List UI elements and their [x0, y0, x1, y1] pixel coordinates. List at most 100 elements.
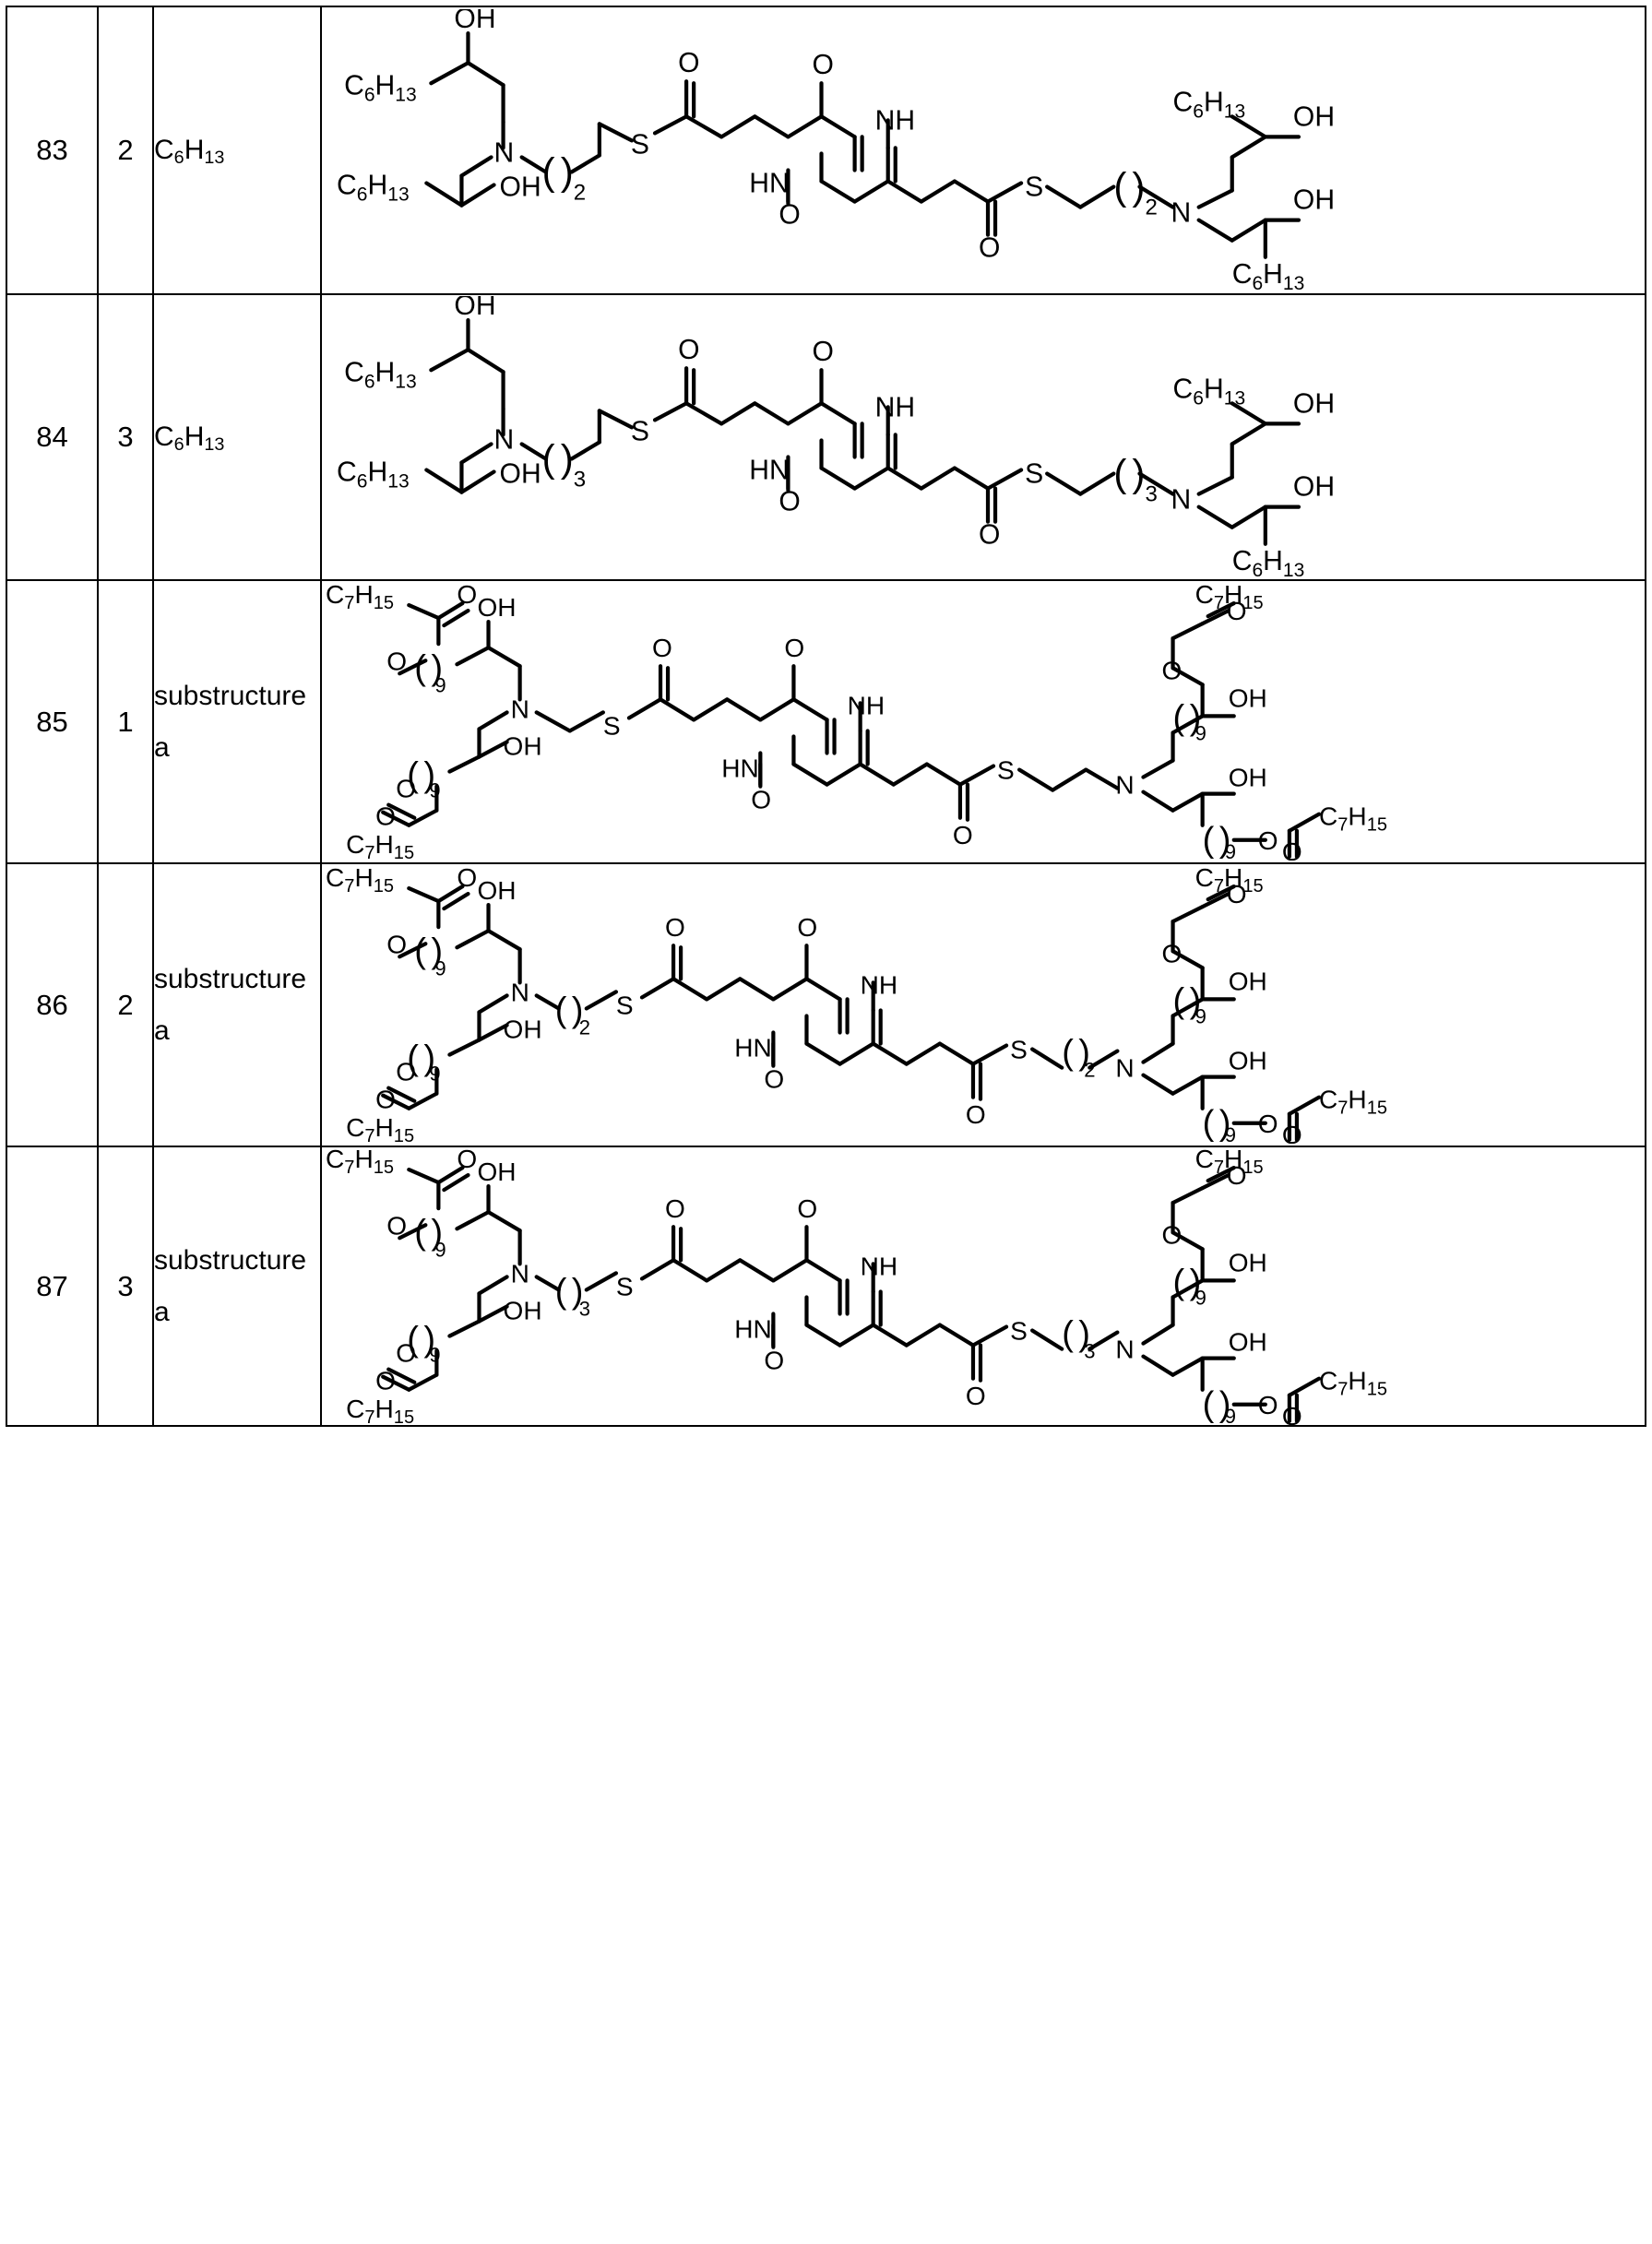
cell-compound-number: 87	[6, 1146, 99, 1427]
label-chain-repeat: 9	[434, 673, 446, 696]
label-ester-oxygen: O	[1258, 1391, 1278, 1419]
label-hydroxyl: OH	[504, 1297, 542, 1325]
label-chain-bracket: )	[423, 1039, 435, 1078]
structure-diagram-86: C7H15 O O ( ) 9 OH N OH ( ) 9 O	[322, 866, 1645, 1144]
label-oxygen: O	[778, 199, 800, 230]
molecule-svg: C7H15 O O ( ) 9 OH N OH ( ) 9 O	[326, 583, 1387, 861]
label-oxygen: O	[784, 634, 804, 662]
label-alkyl-c6h13: C6H13	[1232, 545, 1305, 578]
label-hydroxyl: OH	[1229, 764, 1267, 792]
cell-compound-number: 86	[6, 862, 99, 1147]
label-chain-bracket: )	[572, 991, 584, 1030]
label-oxygen: O	[979, 519, 1000, 550]
label-hydroxyl: OH	[1229, 1328, 1267, 1357]
label-amide-hn: HN	[734, 1315, 772, 1344]
label-sulfur: S	[1025, 458, 1043, 489]
label-hydroxyl: OH	[1229, 683, 1267, 712]
label-hydroxyl: OH	[500, 458, 541, 489]
cell-structure: C7H15 O O ( ) 9 OH N OH ( ) 9 O	[320, 862, 1646, 1147]
label-sulfur: S	[616, 1273, 634, 1301]
label-chain-bracket: )	[1190, 1264, 1202, 1302]
table-row: 86 2 substructure a	[6, 862, 1646, 1147]
label-sulfur: S	[1025, 172, 1043, 202]
label-chain-bracket: (	[1173, 1264, 1185, 1302]
label-chain-repeat: 9	[1225, 840, 1236, 861]
table-row: 84 3 C6H13	[6, 293, 1646, 581]
label-nitrogen: N	[511, 978, 529, 1006]
label-hydroxyl: OH	[1229, 1047, 1267, 1075]
label-chain-bracket: (	[407, 756, 419, 795]
label-alkyl-c7h15: C7H15	[326, 1147, 394, 1178]
label-oxygen: O	[812, 337, 833, 367]
label-ester-oxygen: O	[396, 775, 416, 803]
cell-structure: OH C6H13 N C6H13 OH ( ) 2	[320, 6, 1646, 295]
label-sulfur: S	[1010, 1036, 1028, 1064]
label-chain-bracket: )	[1078, 1034, 1090, 1073]
label-chain-bracket: (	[414, 932, 426, 970]
cell-n-value: 3	[97, 1146, 154, 1427]
cell-n-value: 2	[97, 6, 154, 295]
label-ester-oxygen: O	[1162, 939, 1183, 968]
label-alkyl-c7h15: C7H15	[1319, 802, 1387, 836]
label-oxygen: O	[1227, 880, 1247, 908]
label-chain-bracket: (	[1113, 451, 1126, 494]
label-nitrogen: N	[1115, 771, 1134, 800]
label-chain-bracket: )	[1219, 1104, 1231, 1143]
label-chain-repeat: 3	[574, 467, 586, 492]
structure-diagram-87: C7H15 O O ( ) 9 OH N OH ( ) 9 O	[322, 1147, 1645, 1425]
label-chain-bracket: (	[1173, 699, 1185, 738]
label-chain-bracket: (	[1113, 164, 1126, 208]
label-alkyl-c7h15: C7H15	[326, 866, 394, 896]
label-nitrogen: N	[494, 137, 515, 168]
label-oxygen: O	[678, 48, 699, 78]
label-hydroxyl: OH	[1229, 967, 1267, 995]
label-oxygen: O	[375, 802, 396, 831]
cell-r-group: C6H13	[152, 6, 322, 295]
label-ester-oxygen: O	[386, 1211, 407, 1240]
label-alkyl-c7h15: C7H15	[346, 1395, 414, 1425]
r-group-formula: C6H13	[154, 421, 225, 456]
label-chain-bracket: (	[414, 1213, 426, 1252]
label-chain-bracket: (	[555, 991, 567, 1030]
label-chain-bracket: (	[1203, 1385, 1215, 1424]
label-chain-repeat: 9	[1225, 1405, 1236, 1425]
label-oxygen: O	[778, 486, 800, 516]
label-amide-nh: NH	[875, 105, 915, 136]
label-nitrogen: N	[1115, 1054, 1134, 1083]
molecule-svg: C7H15 O O ( ) 9 OH N OH ( ) 9 O	[326, 1147, 1387, 1425]
label-amide-nh: NH	[861, 1252, 898, 1280]
label-sulfur: S	[997, 756, 1015, 785]
label-alkyl-c7h15: C7H15	[1195, 1147, 1264, 1178]
label-oxygen: O	[375, 1086, 396, 1114]
label-oxygen: O	[665, 913, 685, 942]
label-hydroxyl: OH	[500, 172, 541, 202]
label-chain-bracket: (	[414, 648, 426, 687]
label-oxygen: O	[665, 1194, 685, 1223]
label-chain-repeat: 2	[1084, 1059, 1095, 1082]
label-nitrogen: N	[511, 1259, 529, 1288]
label-amide-nh: NH	[848, 691, 885, 719]
label-ester-oxygen: O	[1258, 1110, 1278, 1138]
label-oxygen: O	[375, 1367, 396, 1395]
label-hydroxyl: OH	[477, 876, 516, 905]
label-alkyl-c6h13: C6H13	[344, 357, 417, 392]
label-oxygen: O	[457, 866, 477, 892]
label-oxygen: O	[457, 1147, 477, 1173]
label-ester-oxygen: O	[396, 1339, 416, 1368]
label-sulfur: S	[1010, 1317, 1028, 1346]
cell-structure: C7H15 O O ( ) 9 OH N OH ( ) 9 O	[320, 579, 1646, 864]
label-hydroxyl: OH	[1293, 101, 1335, 132]
label-alkyl-c7h15: C7H15	[1319, 1367, 1387, 1400]
label-chain-bracket: (	[555, 1273, 567, 1312]
structure-diagram-85: C7H15 O O ( ) 9 OH N OH ( ) 9 O	[322, 583, 1645, 861]
label-alkyl-c7h15: C7H15	[326, 583, 394, 613]
label-sulfur: S	[631, 416, 649, 446]
label-chain-bracket: )	[572, 1273, 584, 1312]
label-chain-repeat: 3	[1084, 1340, 1095, 1363]
label-alkyl-c6h13: C6H13	[337, 170, 410, 205]
label-chain-repeat: 9	[429, 1063, 440, 1086]
label-chain-bracket: (	[1203, 821, 1215, 860]
label-alkyl-c6h13: C6H13	[1232, 258, 1305, 291]
label-hydroxyl: OH	[454, 296, 495, 321]
